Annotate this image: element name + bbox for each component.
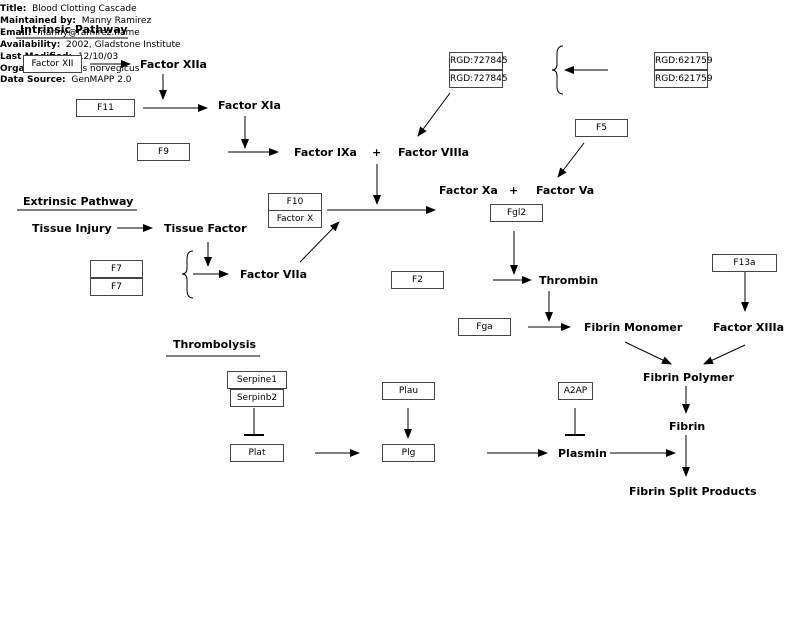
label-plasmin: Plasmin [558, 447, 607, 460]
meta-email: Email: manny@ramirez.name [0, 28, 140, 38]
label-tissue-factor: Tissue Factor [164, 222, 247, 235]
section-intrinsic-pathway: Intrinsic Pathway [20, 23, 128, 36]
gene-box-f10[interactable]: F10 [268, 193, 322, 211]
label-factor-xiiia: Factor XIIIa [713, 321, 785, 334]
meta-availability: Availability: 2002, Gladstone Institute [0, 40, 181, 50]
gene-box-f2[interactable]: F2 [391, 271, 444, 289]
label-tissue-injury: Tissue Injury [32, 222, 112, 235]
section-thrombolysis: Thrombolysis [173, 338, 257, 351]
label-factor-va: Factor Va [536, 184, 595, 197]
label-fibrin-monomer: Fibrin Monomer [584, 321, 683, 334]
meta-maintained-by: Maintained by: Manny Ramirez [0, 16, 152, 26]
label-factor-viiia: Factor VIIIa [398, 146, 470, 159]
gene-box-rgd727845-b[interactable]: RGD:727845 [449, 70, 508, 88]
label-factor-viia: Factor VIIa [240, 268, 308, 281]
gene-box-fgl2[interactable]: Fgl2 [490, 204, 543, 222]
gene-box-f11[interactable]: F11 [76, 99, 135, 117]
arrow-monomer-polymer [624, 341, 672, 365]
gene-box-plat[interactable]: Plat [230, 444, 284, 462]
gene-box-rgd621759-a[interactable]: RGD:621759 [654, 52, 713, 70]
meta-title: Title: Blood Clotting Cascade [0, 4, 137, 14]
gene-box-factor-xii[interactable]: Factor XII [23, 55, 82, 73]
section-extrinsic-pathway: Extrinsic Pathway [23, 195, 134, 208]
label-fibrin: Fibrin [669, 420, 706, 433]
gene-box-factor-x[interactable]: Factor X [268, 210, 322, 228]
label-factor-ixa: Factor IXa [294, 146, 357, 159]
gene-box-f13a[interactable]: F13a [712, 254, 777, 272]
arrow-f5-va [557, 142, 585, 178]
label-plus-ixa-viiia: + [372, 146, 382, 159]
arrow-rgd-viiia [417, 92, 451, 137]
gene-box-f5[interactable]: F5 [575, 119, 628, 137]
gene-box-rgd621759-b[interactable]: RGD:621759 [654, 70, 713, 88]
gene-box-serpine1[interactable]: Serpine1 [227, 371, 287, 389]
label-fibrin-split-products: Fibrin Split Products [629, 485, 757, 498]
gene-box-fga[interactable]: Fga [458, 318, 511, 336]
brace-rgd621 [551, 45, 564, 95]
meta-data-source: Data Source: GenMAPP 2.0 [0, 75, 132, 85]
label-factor-xa: Factor Xa [439, 184, 498, 197]
label-plus-xa-va: + [509, 184, 519, 197]
label-fibrin-polymer: Fibrin Polymer [643, 371, 734, 384]
gene-box-f7-a[interactable]: F7 [90, 260, 143, 278]
gene-box-plg[interactable]: Plg [382, 444, 435, 462]
label-factor-xia: Factor XIa [218, 99, 281, 112]
arrow-xiiia-polymer [703, 344, 746, 365]
gene-box-serpinb2[interactable]: Serpinb2 [230, 389, 284, 407]
gene-box-rgd727845-a[interactable]: RGD:727845 [449, 52, 508, 70]
gene-box-f9[interactable]: F9 [137, 143, 190, 161]
gene-box-f7-b[interactable]: F7 [90, 278, 143, 296]
arrow-viia-x [299, 221, 340, 263]
gene-box-a2ap[interactable]: A2AP [558, 382, 593, 400]
gene-box-plau[interactable]: Plau [382, 382, 435, 400]
label-thrombin: Thrombin [539, 274, 599, 287]
brace-f7 [181, 250, 194, 299]
label-factor-xiia: Factor XIIa [140, 58, 207, 71]
